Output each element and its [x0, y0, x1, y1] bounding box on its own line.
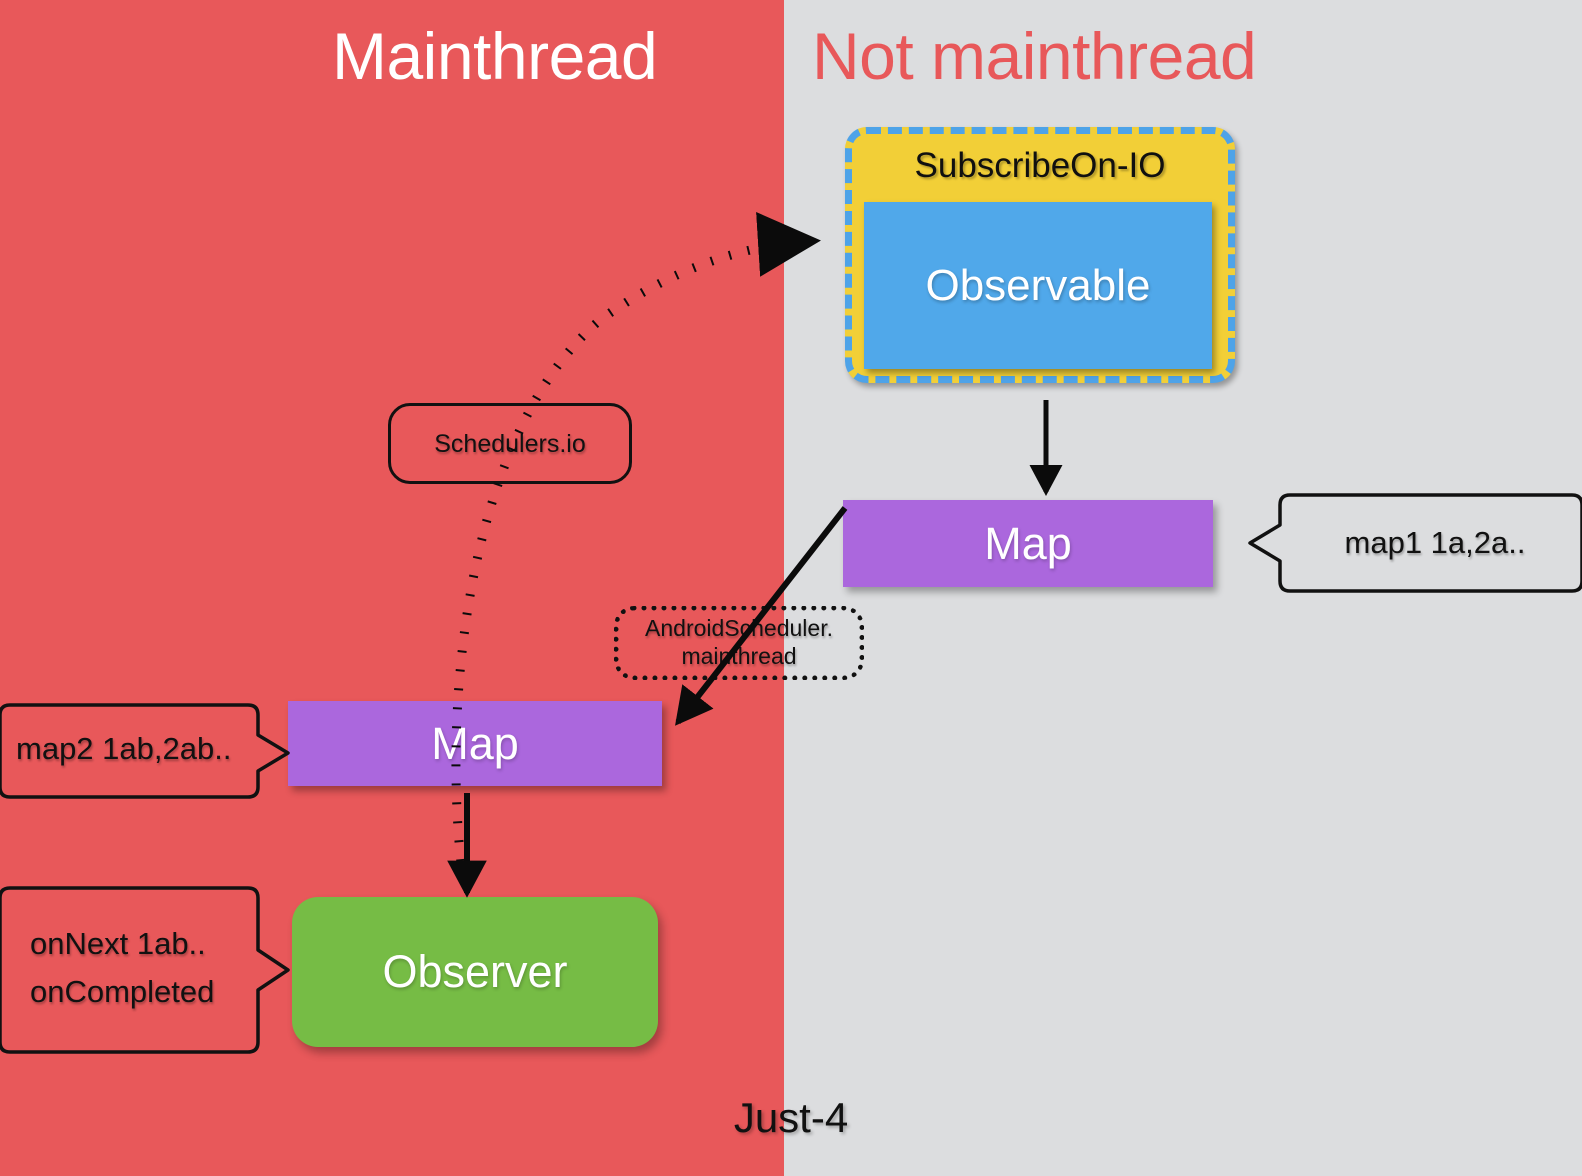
android-scheduler-line2: mainthread [681, 643, 797, 669]
map-left-label: Map [431, 717, 519, 769]
callout-observer-events-text-wrap: onNext 1ab.. onCompleted [30, 882, 260, 1054]
observer-label: Observer [382, 946, 568, 997]
schedulers-io-pill: Schedulers.io [388, 403, 632, 484]
pane-title-not-mainthread: Not mainthread [812, 19, 1257, 93]
map-right-label: Map [984, 517, 1072, 569]
android-scheduler-pill: AndroidScheduler. mainthread [614, 606, 864, 680]
callout-observer-onnext-label: onNext 1ab.. [30, 925, 206, 961]
android-scheduler-label: AndroidScheduler. mainthread [645, 615, 833, 670]
callout-bubble-map1 [1248, 493, 1582, 593]
callout-map2-label: map2 1ab,2ab.. [16, 730, 232, 766]
observable-label: Observable [925, 260, 1151, 310]
callout-bubble-map2 [0, 703, 290, 799]
subscribe-on-io-label: SubscribeOn-IO [914, 146, 1166, 185]
callout-observer-oncompleted-label: onCompleted [30, 974, 215, 1009]
subscribe-on-io-box: SubscribeOn-IO Observable [845, 127, 1235, 383]
callout-map1-label: map1 1a,2a.. [1344, 524, 1526, 560]
schedulers-io-label: Schedulers.io [434, 429, 586, 458]
observable-box: Observable [864, 202, 1212, 369]
map-box-right: Map [843, 500, 1213, 587]
callout-bubble-observer-events [0, 886, 290, 1054]
android-scheduler-line1: AndroidScheduler. [645, 615, 833, 642]
callout-map1-text-wrap: map1 1a,2a.. [1290, 483, 1580, 603]
callout-map2-text-wrap: map2 1ab,2ab.. [16, 699, 266, 799]
observer-box: Observer [292, 897, 658, 1047]
pane-title-mainthread: Mainthread [332, 19, 658, 93]
footer-caption: Just-4 [733, 1094, 849, 1141]
map-box-left: Map [288, 701, 662, 786]
